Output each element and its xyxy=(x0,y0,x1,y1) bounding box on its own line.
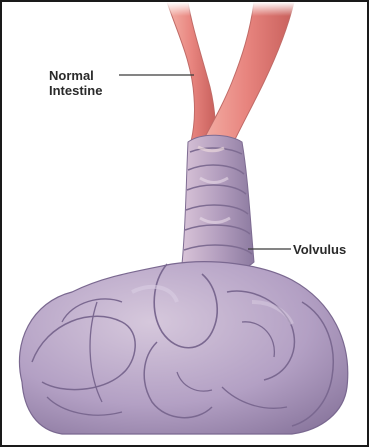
normal-intestine-shape xyxy=(152,2,312,154)
volvulus-twist-shape xyxy=(182,135,254,272)
intestine-loops-shape xyxy=(19,262,347,434)
volvulus-label: Volvulus xyxy=(293,242,346,257)
normal-intestine-label-line2: Intestine xyxy=(49,83,102,98)
normal-intestine-label-line1: Normal xyxy=(49,68,102,83)
normal-intestine-label: Normal Intestine xyxy=(49,68,102,98)
